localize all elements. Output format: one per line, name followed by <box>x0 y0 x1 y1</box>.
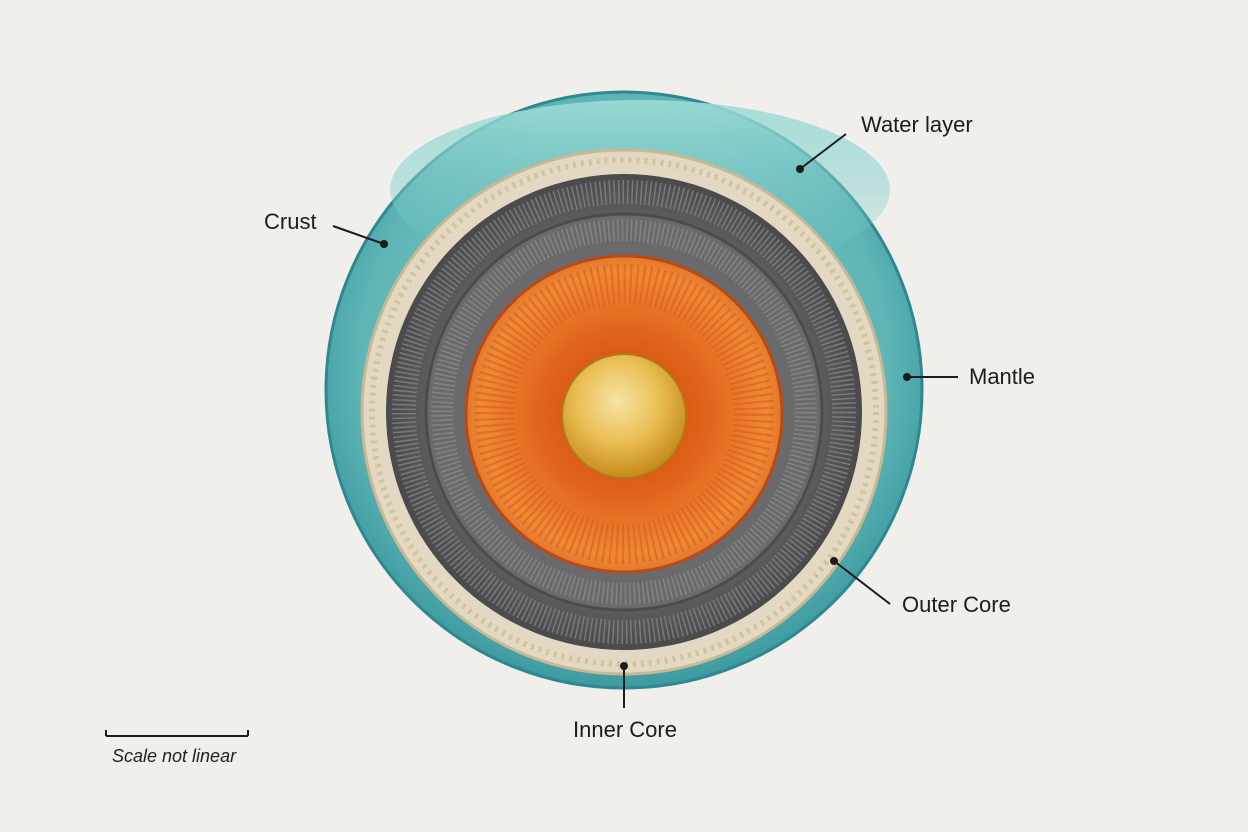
scale-note: Scale not linear <box>112 746 237 766</box>
inner-core-label: Inner Core <box>573 717 677 742</box>
outer-core-leader <box>833 560 891 605</box>
inner-core-leader-dot <box>620 662 628 670</box>
water-layer-leader <box>799 133 847 170</box>
crust-label: Crust <box>264 209 317 234</box>
mantle-label: Mantle <box>969 364 1036 389</box>
water-layer-label: Water layer <box>861 112 973 137</box>
crust-leader <box>332 225 385 245</box>
mantle-stripe-inner <box>431 219 817 605</box>
outer-core-leader-dot <box>830 557 838 565</box>
mantle-stripe-outer <box>392 180 856 644</box>
crust-leader-dot <box>380 240 388 248</box>
inner-core-shape <box>561 353 687 479</box>
mantle-leader-dot <box>903 373 911 381</box>
crust-texture-ring <box>369 157 879 667</box>
outer-core-texture <box>474 264 774 564</box>
water-layer-leader-dot <box>796 165 804 173</box>
outer-core-label: Outer Core <box>902 592 1011 617</box>
